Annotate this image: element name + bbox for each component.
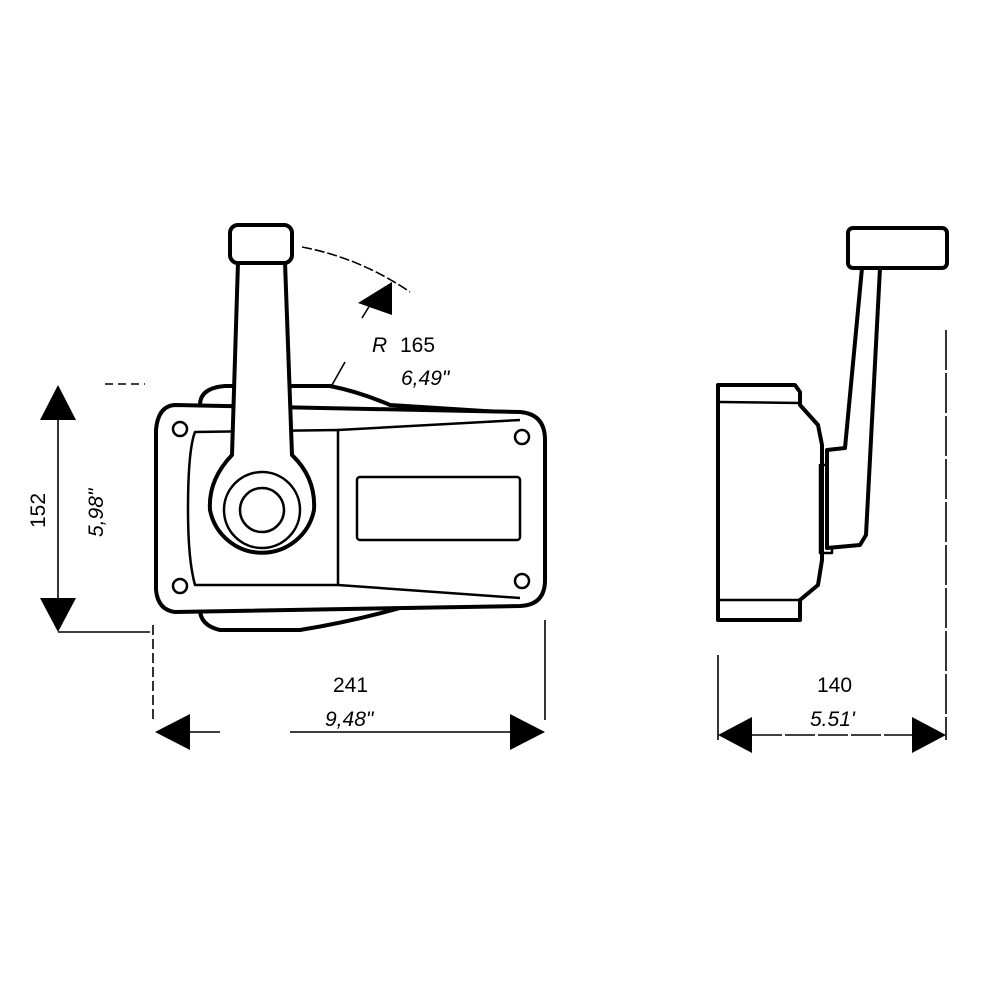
height-dimension: 152 5,98" [27,383,150,633]
arrow-left-icon [155,714,190,750]
lever-knob [228,223,294,265]
pivot-ring [222,470,302,550]
radius-inch: 6,49" [401,367,451,390]
radius-prefix: R [372,334,387,357]
screw-hole-bl [171,577,189,595]
depth-inch: 5.51' [810,708,856,731]
inner-panel [186,428,340,587]
panel-top-edge [337,418,521,432]
width-mm: 241 [333,674,368,697]
side-knob [846,226,949,270]
height-inch: 5,98" [85,487,108,537]
side-lever-arm [825,266,882,550]
radius-arrowhead [358,282,392,315]
screw-hole-tr [513,428,531,446]
height-mm: 152 [27,493,50,528]
arrow-down-icon [40,598,76,632]
side-view [716,226,949,622]
label-window [355,475,522,542]
arrow-up-icon [40,385,76,420]
front-view [154,223,547,632]
depth-mm: 140 [817,674,852,697]
arrow-right-icon [912,717,946,753]
side-body [716,383,824,622]
width-dimension: 241 9,48" [152,620,546,750]
radius-dimension: R 165 6,49" [301,246,451,390]
panel-bottom-edge [337,583,521,600]
screw-hole-br [513,572,531,590]
arrow-left-icon [718,717,752,753]
screw-hole-tl [171,420,189,438]
lever-arm [207,260,317,555]
pivot-hub [238,486,286,534]
width-inch: 9,48" [325,708,375,731]
depth-dimension: 140 5.51' [717,330,947,753]
arrow-right-icon [510,714,545,750]
radius-mm: 165 [400,334,435,357]
